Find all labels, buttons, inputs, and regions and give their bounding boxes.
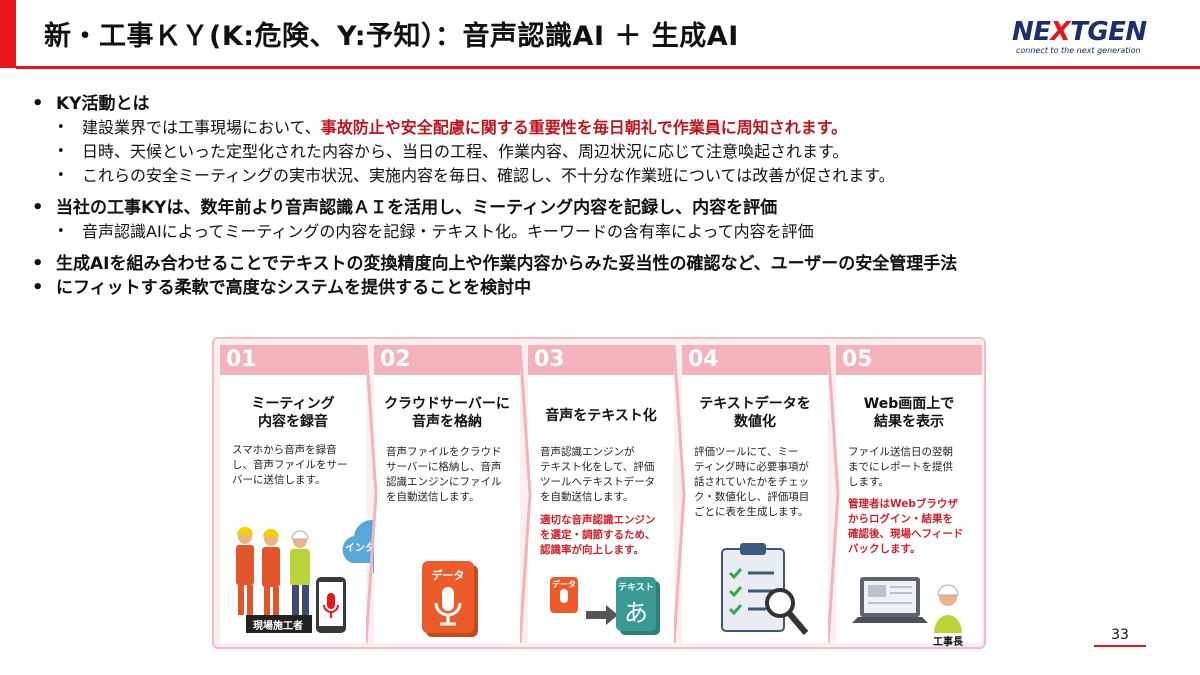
workers-label: 現場施工者 bbox=[253, 621, 303, 632]
page-number: 33 bbox=[1111, 627, 1129, 643]
data-label: データ bbox=[431, 569, 465, 582]
logo-text-b: TGEN bbox=[1070, 17, 1147, 47]
step-benefit: 管理者はWebブラウザ からログイン・結果を 確認後、現場へフィード バックしま… bbox=[848, 498, 964, 555]
step-arrow bbox=[828, 345, 840, 643]
title-underline bbox=[16, 66, 1200, 69]
sub-bullet: 建設業界では工事現場において、事故防止や安全配慮に関する重要性を毎日朝礼で作業員… bbox=[30, 116, 1180, 140]
step-description: 音声ファイルをクラウド サーバーに格納し、音声 認識エンジンにファイル を自動送… bbox=[386, 446, 502, 503]
logo-text-a: NE bbox=[1012, 17, 1051, 47]
hiragana-glyph: あ bbox=[624, 599, 648, 627]
step-arrow bbox=[674, 345, 686, 643]
sub-bullet: 日時、天候といった定型化された内容から、当日の工程、作業内容、周辺状況に応じて注… bbox=[30, 140, 1180, 164]
step-number: 02 bbox=[374, 345, 520, 375]
step-arrow bbox=[366, 345, 378, 643]
speech-to-text-icon bbox=[550, 577, 660, 635]
step-04: 04 テキストデータを 数値化 評価ツールにて、ミー ティング時に必要事項が 話… bbox=[682, 345, 828, 643]
logo-tagline: connect to the next generation bbox=[1016, 46, 1141, 55]
bullet-generative-ai: 生成AIを組み合わせることでテキストの変換精度向上や作業内容からみた妥当性の確認… bbox=[30, 252, 1180, 276]
step-description: ファイル送信日の翌朝 までにレポートを提供 します。 bbox=[848, 446, 953, 488]
sub-bullet: 音声認識AIによってミーティングの内容を記録・テキスト化。キーワードの含有率によ… bbox=[30, 220, 1180, 244]
step-description: 音声認識エンジンが テキスト化をして、評価 ツールへテキストデータ を自動送信し… bbox=[540, 446, 656, 503]
logo-text-x: X bbox=[1050, 17, 1071, 47]
workers-illustration bbox=[236, 527, 346, 633]
step-title: ミーティング 内容を録音 bbox=[251, 396, 335, 430]
step-title: クラウドサーバーに 音声を格納 bbox=[384, 396, 510, 430]
slide-title: 新・工事ＫＹ(K:危険、Y:予知）：音声認識AI ＋ 生成AI bbox=[44, 21, 739, 52]
company-logo: NEXTGEN connect to the next generation bbox=[1012, 18, 1152, 64]
bullet-ky-activity: KY活動とは bbox=[30, 92, 1180, 116]
step-02: 02 クラウドサーバーに 音声を格納 音声ファイルをクラウド サーバーに格納し、… bbox=[374, 345, 520, 643]
text-label: テキスト bbox=[618, 583, 654, 593]
step-title: テキストデータを 数値化 bbox=[699, 396, 811, 430]
step-title: 音声をテキスト化 bbox=[545, 408, 657, 424]
step-number: 05 bbox=[836, 345, 982, 375]
bullet-company-ky: 当社の工事KYは、数年前より音声認識ＡＩを活用し、ミーティング内容を記録し、内容… bbox=[30, 196, 1180, 220]
step-number: 01 bbox=[220, 345, 366, 375]
sub-bullet: これらの安全ミーティングの実市状況、実施内容を毎日、確認し、不十分な作業班につい… bbox=[30, 164, 1180, 188]
header-accent-bar bbox=[0, 0, 16, 68]
step-01: 01 ミーティング 内容を録音 スマホから音声を録音 し、音声ファイルをサー バ… bbox=[220, 345, 366, 643]
step-03: 03 音声をテキスト化 音声認識エンジンが テキスト化をして、評価 ツールへテキ… bbox=[528, 345, 674, 643]
step-number: 03 bbox=[528, 345, 674, 375]
step-05: 05 Web画面上で 結果を表示 ファイル送信日の翌朝 までにレポートを提供 し… bbox=[836, 345, 982, 648]
process-diagram: 01 ミーティング 内容を録音 スマホから音声を録音 し、音声ファイルをサー バ… bbox=[212, 337, 986, 649]
slide-header: 新・工事ＫＹ(K:危険、Y:予知）：音声認識AI ＋ 生成AI NEXTGEN … bbox=[0, 0, 1200, 80]
highlighted-text: 事故防止や安全配慮に関する重要性を毎日朝礼で作業員に周知されます。 bbox=[320, 118, 848, 137]
step-description: 評価ツールにて、ミー ティング時に必要事項が 話されていたかをチェッ ク・数値化… bbox=[694, 446, 810, 518]
data-small-label: データ bbox=[552, 580, 576, 589]
step-arrow bbox=[520, 345, 532, 643]
clipboard-check-icon bbox=[721, 543, 809, 635]
bullet-list: KY活動とは 建設業界では工事現場において、事故防止や安全配慮に関する重要性を毎… bbox=[30, 90, 1180, 300]
step-description: スマホから音声を録音 し、音声ファイルをサー バーに送信します。 bbox=[232, 444, 348, 486]
bullet-generative-ai-cont: にフィットする柔軟で高度なシステムを提供することを検討中 bbox=[30, 276, 1180, 300]
data-file-icon bbox=[422, 561, 478, 637]
step-title: Web画面上で 結果を表示 bbox=[863, 396, 955, 430]
step-benefit: 適切な音声認識エンジン を選定・調節するため、 認識率が向上します。 bbox=[540, 514, 656, 556]
page-number-underline bbox=[1094, 645, 1146, 647]
manager-label: 工事長 bbox=[933, 637, 963, 648]
laptop-manager-icon bbox=[852, 577, 962, 633]
step-number: 04 bbox=[682, 345, 828, 375]
